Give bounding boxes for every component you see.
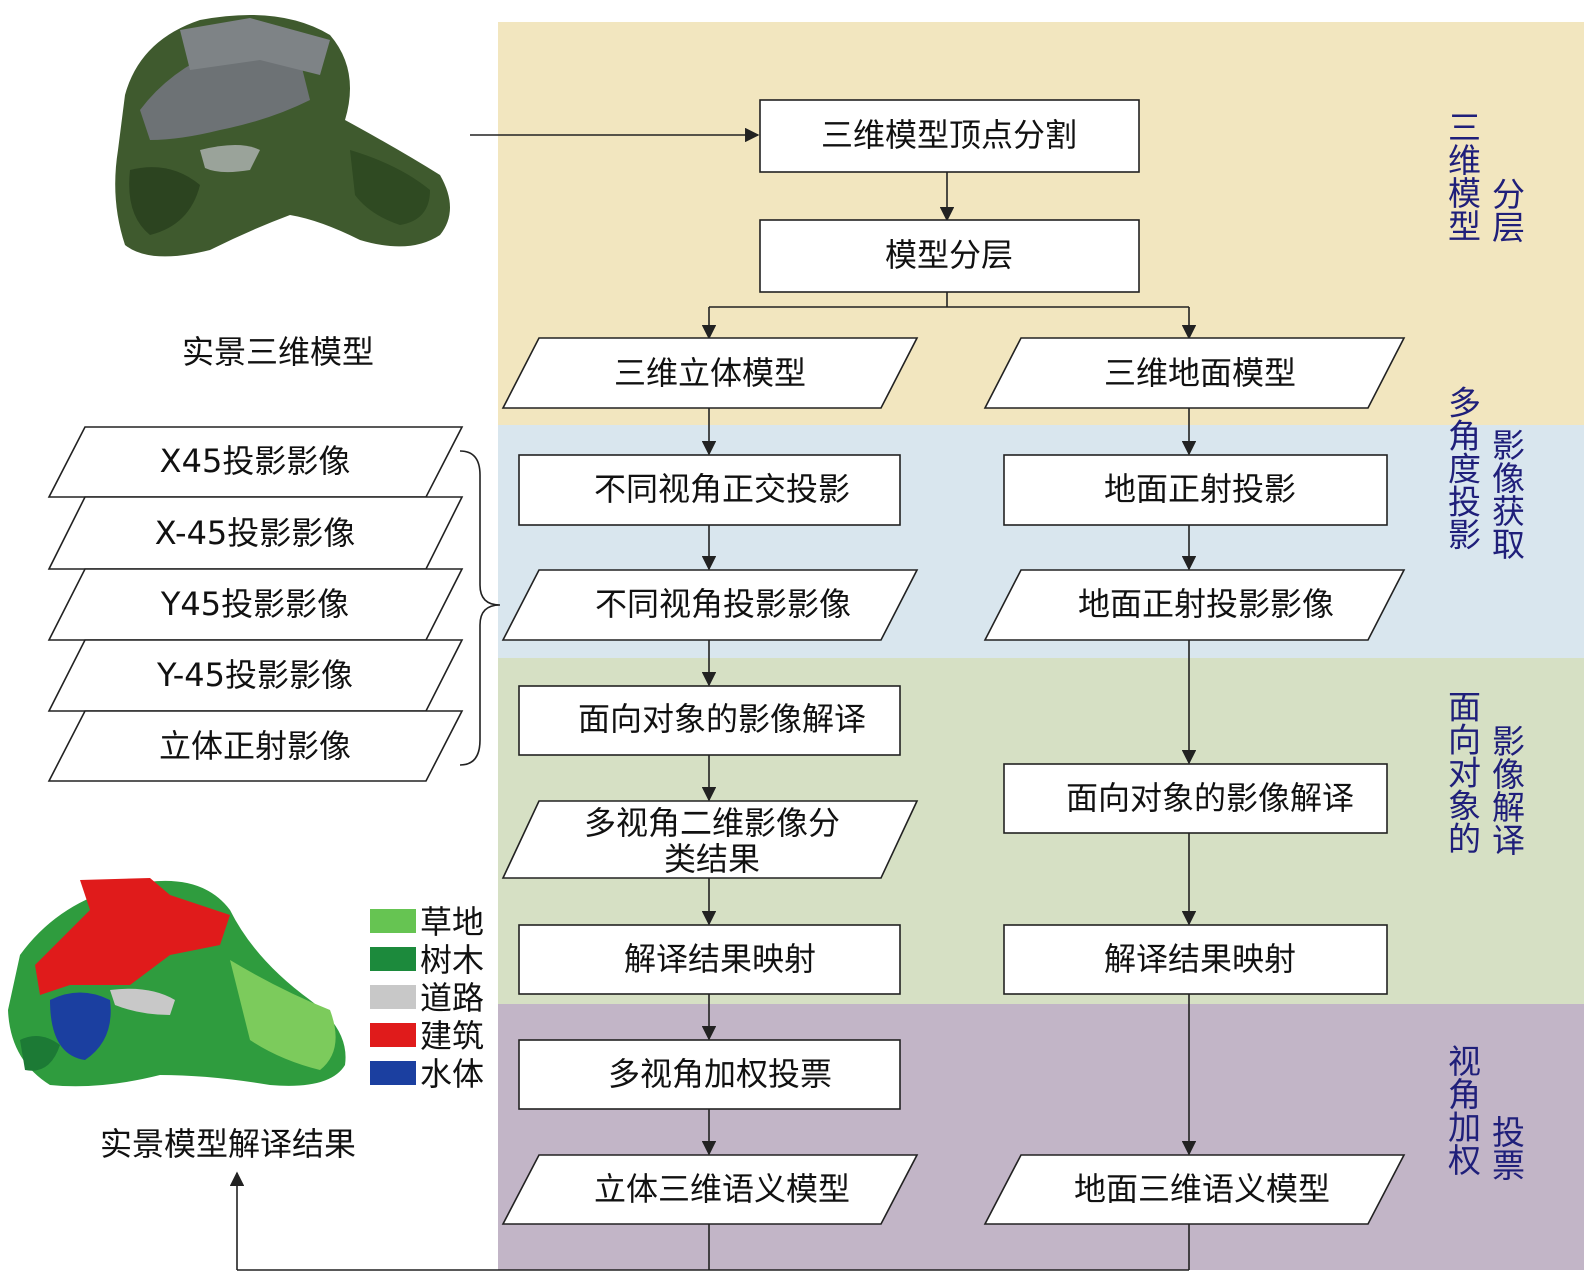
stage4-label-left: 视角加权	[1443, 1044, 1482, 1176]
input-model-caption: 实景三维模型	[182, 333, 374, 371]
ground-semantic-label: 地面三维语义模型	[1074, 1170, 1330, 1208]
proj-image-label-y45: Y45投影影像	[160, 585, 349, 623]
proj-image-label-y-45: Y-45投影影像	[156, 656, 353, 694]
legend-label-tree: 树木	[420, 941, 484, 979]
legend-swatch-water	[370, 1061, 416, 1085]
legend-swatch-grass	[370, 909, 416, 933]
ground-model-box	[983, 337, 1406, 409]
output-model-image	[8, 878, 346, 1087]
class-result-label-1: 多视角二维影像分	[584, 804, 840, 842]
ortho-proj-box	[518, 454, 901, 526]
projection-image-stack: X45投影影像 X-45投影影像 Y45投影影像 Y-45投影影像 立体正射影像	[47, 426, 464, 782]
ground-model-label: 三维地面模型	[1104, 354, 1296, 392]
stereo-model-box	[501, 337, 919, 409]
right-obia-box	[1003, 763, 1388, 834]
legend-swatch-road	[370, 985, 416, 1009]
legend-swatch-tree	[370, 947, 416, 971]
ground-ortho-label: 地面正射投影	[1104, 470, 1296, 508]
stage1-label-left: 三维模型	[1443, 110, 1482, 242]
ground-semantic-box	[983, 1154, 1406, 1225]
legend-label-water: 水体	[420, 1055, 484, 1093]
proj-image-label-ortho: 立体正射影像	[159, 727, 351, 765]
stage2-label-left: 多角度投影	[1443, 386, 1482, 551]
vertex-split-label: 三维模型顶点分割	[821, 116, 1077, 154]
input-3d-model-image	[115, 15, 450, 257]
stage2-label-right: 影像获取	[1487, 428, 1526, 560]
legend-label-grass: 草地	[420, 903, 484, 941]
connectors	[229, 127, 1197, 1271]
class-result-box	[501, 800, 919, 879]
stage3-label-right: 影像解译	[1487, 724, 1526, 856]
stereo-semantic-box	[501, 1154, 919, 1225]
voting-label: 多视角加权投票	[608, 1055, 832, 1093]
ground-ortho-box	[1003, 454, 1388, 526]
stereo-semantic-label: 立体三维语义模型	[594, 1170, 850, 1208]
legend-label-road: 道路	[420, 979, 484, 1017]
stage3-label-left: 面向对象的	[1443, 690, 1482, 855]
layering-box	[759, 219, 1140, 293]
vertex-split-box	[759, 99, 1140, 173]
right-mapping-label: 解译结果映射	[1104, 940, 1296, 978]
stereo-model-label: 三维立体模型	[614, 354, 806, 392]
right-obia-label: 面向对象的影像解译	[1066, 779, 1354, 817]
legend-swatch-building	[370, 1023, 416, 1047]
proj-image-label-x45: X45投影影像	[160, 442, 351, 480]
left-mapping-box	[518, 924, 901, 995]
ground-images-box	[983, 569, 1406, 641]
ortho-proj-label: 不同视角正交投影	[594, 470, 850, 508]
proj-images-box	[501, 569, 919, 641]
proj-images-label: 不同视角投影影像	[595, 585, 851, 623]
ground-images-label: 地面正射投影影像	[1078, 585, 1334, 623]
right-mapping-box	[1003, 924, 1388, 995]
legend: 草地 树木 道路 建筑 水体	[370, 903, 484, 1093]
voting-box	[518, 1039, 901, 1110]
stage1-label-right: 分层	[1487, 177, 1526, 243]
stage4-label-right: 投票	[1487, 1115, 1526, 1181]
stack-brace	[459, 450, 501, 766]
output-model-caption: 实景模型解译结果	[100, 1125, 356, 1163]
legend-label-building: 建筑	[420, 1017, 484, 1055]
left-mapping-label: 解译结果映射	[624, 940, 816, 978]
proj-image-parallelogram	[47, 710, 464, 782]
layering-label: 模型分层	[885, 236, 1013, 274]
class-result-label-2: 类结果	[664, 840, 760, 878]
left-obia-label: 面向对象的影像解译	[578, 700, 866, 738]
proj-image-label-x-45: X-45投影影像	[155, 514, 356, 552]
left-obia-box	[518, 685, 901, 756]
